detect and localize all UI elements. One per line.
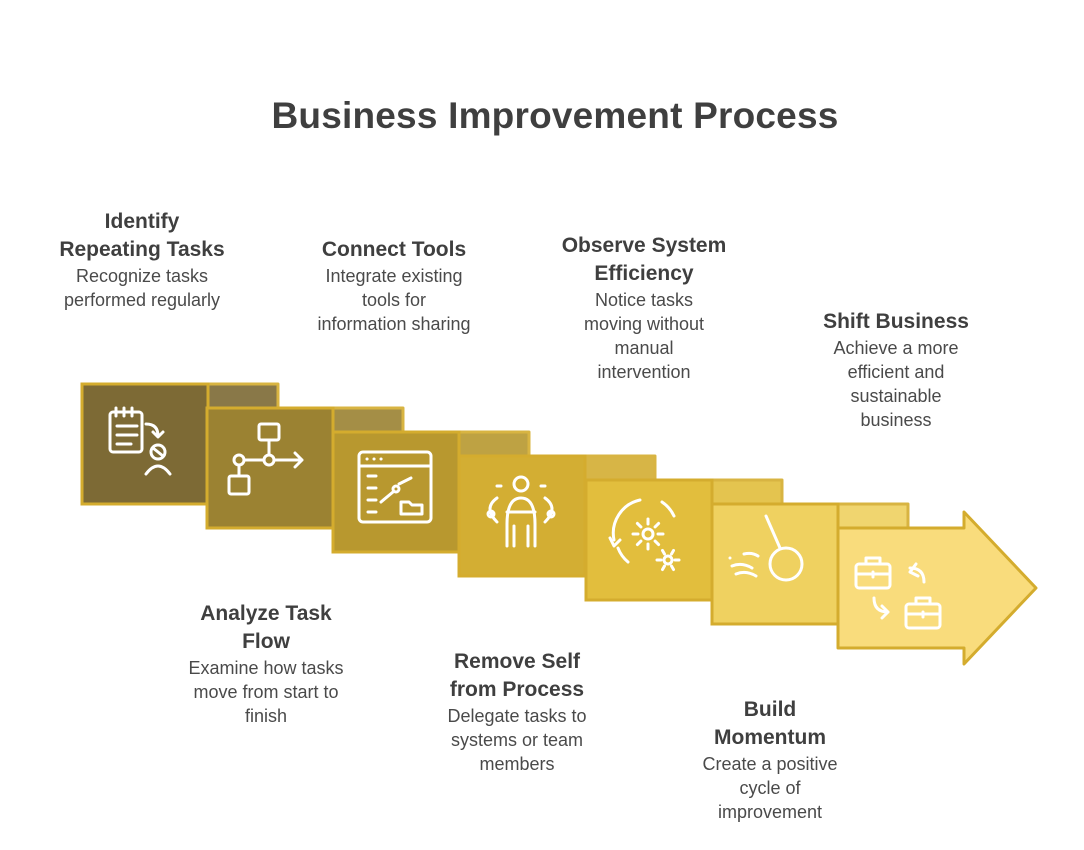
step-title: Analyze Task xyxy=(200,602,332,625)
step-description: Achieve a more xyxy=(833,338,959,358)
step-description: intervention xyxy=(597,362,691,382)
step-title: Momentum xyxy=(714,726,826,749)
step-panel-5 xyxy=(584,478,784,602)
step-description: Create a positive xyxy=(702,754,838,774)
step-panel-1 xyxy=(80,382,280,506)
step-description: Examine how tasks xyxy=(188,658,344,678)
step-description: Recognize tasks xyxy=(75,266,209,286)
step-title: Shift Business xyxy=(823,310,969,333)
step-title: Connect Tools xyxy=(321,238,467,261)
gears-cycle-icon xyxy=(608,498,681,572)
step-title: from Process xyxy=(449,678,585,701)
briefcase-swap-icon xyxy=(854,556,942,630)
step-description: manual xyxy=(614,338,674,358)
step-description: Notice tasks xyxy=(594,290,694,310)
step-description: cycle of xyxy=(739,778,801,798)
step-title: Remove Self xyxy=(453,650,581,673)
step-panel-2 xyxy=(205,406,405,530)
step-description: sustainable xyxy=(850,386,942,406)
step-description: members xyxy=(479,754,555,774)
flowchart-icon xyxy=(227,422,304,496)
step-description: moving without xyxy=(583,314,705,334)
page-title: Business Improvement Process xyxy=(271,95,839,136)
browser-window-chart-icon xyxy=(357,450,433,524)
step-title: Observe System xyxy=(561,234,727,257)
step-title: Repeating Tasks xyxy=(59,238,225,261)
step-title: Flow xyxy=(242,630,290,653)
step-panel-6 xyxy=(710,502,910,626)
step-description: Integrate existing xyxy=(325,266,463,286)
step-title: Build xyxy=(743,698,797,721)
step-description: finish xyxy=(244,706,288,726)
step-description: performed regularly xyxy=(63,290,221,310)
wrecking-ball-icon xyxy=(728,514,804,582)
task-list-person-icon xyxy=(108,406,172,476)
step-description: information sharing xyxy=(317,314,471,334)
step-panel-7 xyxy=(836,510,1038,666)
step-title: Identify xyxy=(104,210,180,233)
step-description: improvement xyxy=(717,802,823,822)
step-title: Efficiency xyxy=(594,262,694,285)
step-description: business xyxy=(860,410,932,430)
step-description: move from start to xyxy=(193,682,339,702)
step-description: systems or team xyxy=(450,730,584,750)
step-panel-4 xyxy=(457,454,657,578)
step-description: efficient and xyxy=(847,362,945,382)
robot-person-icon xyxy=(486,475,556,548)
step-description: tools for xyxy=(361,290,427,310)
step-description: Delegate tasks to xyxy=(447,706,587,726)
